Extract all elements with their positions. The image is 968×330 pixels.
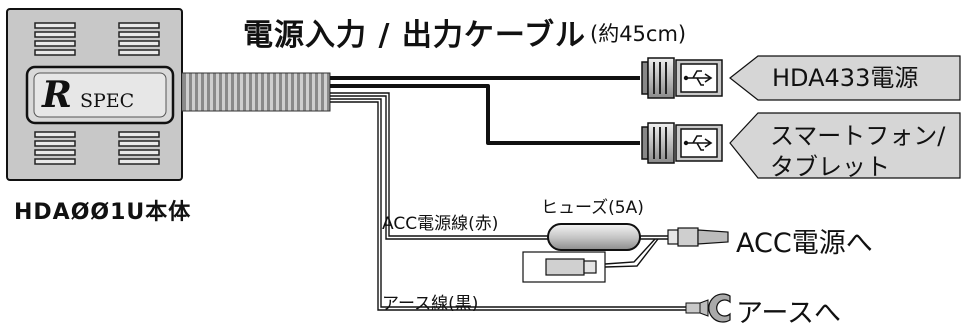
ground-wire-label: アース線(黒) [382, 294, 479, 314]
logo-letter: R [42, 74, 72, 116]
bottom-vent-right [118, 131, 160, 165]
top-vent-right [118, 22, 160, 56]
acc-destination-label: ACC電源へ [736, 228, 873, 259]
usb-cables [330, 76, 640, 145]
acc-wire-label: ACC電源線(赤) [382, 214, 499, 234]
spare-connector [522, 251, 606, 283]
hda001u-unit [6, 8, 183, 181]
usb-output-1-label: HDA433電源 [772, 64, 919, 92]
braided-sleeve [181, 72, 331, 112]
diagram-title: 電源入力 / 出力ケーブル [243, 18, 587, 53]
fuse-holder [547, 223, 641, 251]
ground-lug-icon [685, 293, 731, 323]
usb-output-2-label-line2: タブレット [770, 153, 890, 181]
logo-text: SPEC [80, 90, 135, 112]
tag-smartphone [729, 112, 961, 179]
usb-connector-1 [641, 57, 723, 99]
bottom-vent-left [34, 131, 76, 165]
fuse-label: ヒューズ(5A) [541, 198, 644, 218]
ground-destination-label: アースへ [736, 298, 842, 329]
top-vent-left [34, 22, 76, 56]
unit-caption: HDAØØ1U本体 [14, 200, 192, 225]
usb-connector-2 [641, 122, 723, 164]
usb-output-2-label-line1: スマートフォン/ [770, 122, 946, 150]
thin-wires [330, 92, 686, 311]
acc-connector [667, 227, 729, 247]
tag-hda433 [729, 55, 961, 101]
cable-length: (約45cm) [590, 22, 687, 46]
